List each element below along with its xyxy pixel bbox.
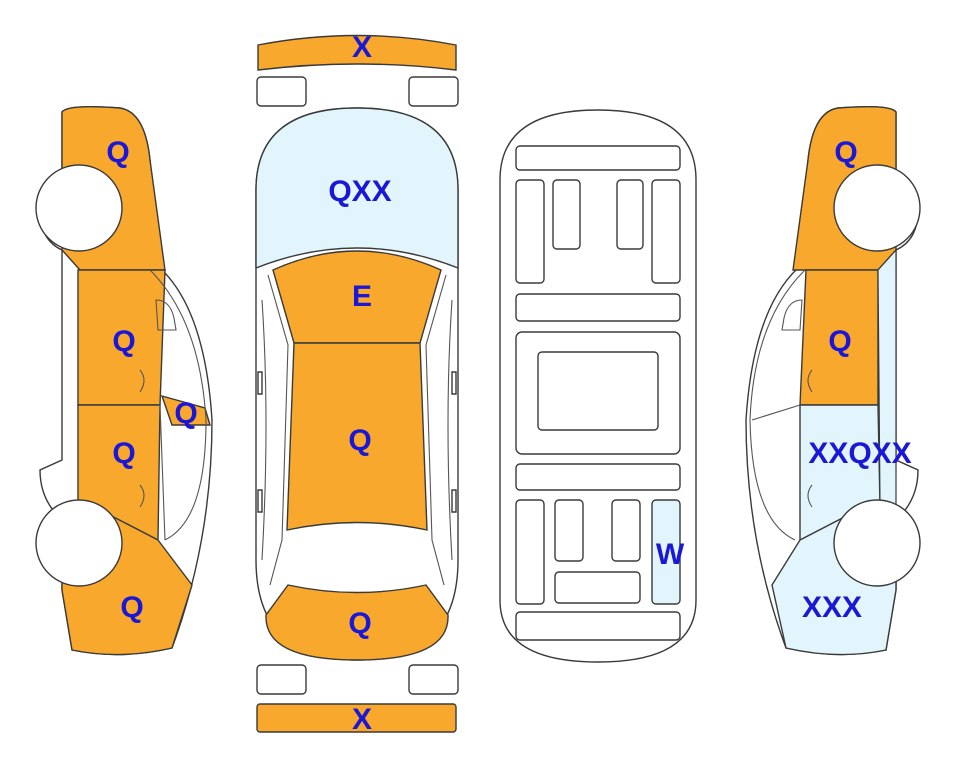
right-front-wheel (833, 164, 921, 252)
left-front-wheel (35, 164, 123, 252)
left-side-view: Q Q Q Q Q (35, 105, 213, 656)
rear-bumper-label: X (352, 703, 372, 736)
left-front-fender-label: Q (106, 136, 129, 169)
hood-panel[interactable] (255, 107, 459, 270)
roof-label: Q (348, 424, 371, 457)
right-rear-quarter-label: XXX (802, 591, 862, 624)
right-front-door-label: Q (828, 325, 851, 358)
floor-panel-label: W (656, 538, 685, 571)
front-left-light (256, 76, 307, 107)
top-left-handle (257, 489, 263, 513)
right-rear-wheel (833, 499, 921, 587)
right-front-fender-label: Q (834, 136, 857, 169)
front-right-light (408, 76, 459, 107)
right-rear-door-label: XXQXX (808, 437, 911, 470)
left-rear-door-label: Q (112, 437, 135, 470)
left-front-door-label: Q (112, 325, 135, 358)
trunk-label: Q (348, 607, 371, 640)
left-rear-wheel (35, 499, 123, 587)
rear-right-light (408, 664, 459, 695)
roof-panel[interactable] (286, 342, 428, 531)
front-bumper-label: X (352, 31, 372, 64)
windshield-label: E (352, 280, 372, 313)
rear-left-light (256, 664, 307, 695)
trunk-panel[interactable] (265, 584, 449, 661)
left-rear-quarter-label: Q (120, 591, 143, 624)
windshield-panel[interactable] (272, 250, 442, 344)
top-right-handle (451, 489, 457, 513)
left-mirror-panel[interactable] (160, 394, 211, 426)
hood-label: QXX (328, 175, 391, 208)
top-left-mirror (257, 371, 263, 395)
left-mirror-label: Q (174, 397, 197, 430)
rear-bumper-panel[interactable] (256, 703, 457, 733)
right-side-view: Q Q XXQXX XXX (745, 105, 921, 656)
top-view: X QXX E Q Q X (255, 31, 459, 736)
floor-panel[interactable] (651, 499, 681, 605)
top-right-mirror (451, 371, 457, 395)
underside-view: W (499, 109, 697, 663)
front-bumper-panel[interactable] (257, 34, 457, 71)
